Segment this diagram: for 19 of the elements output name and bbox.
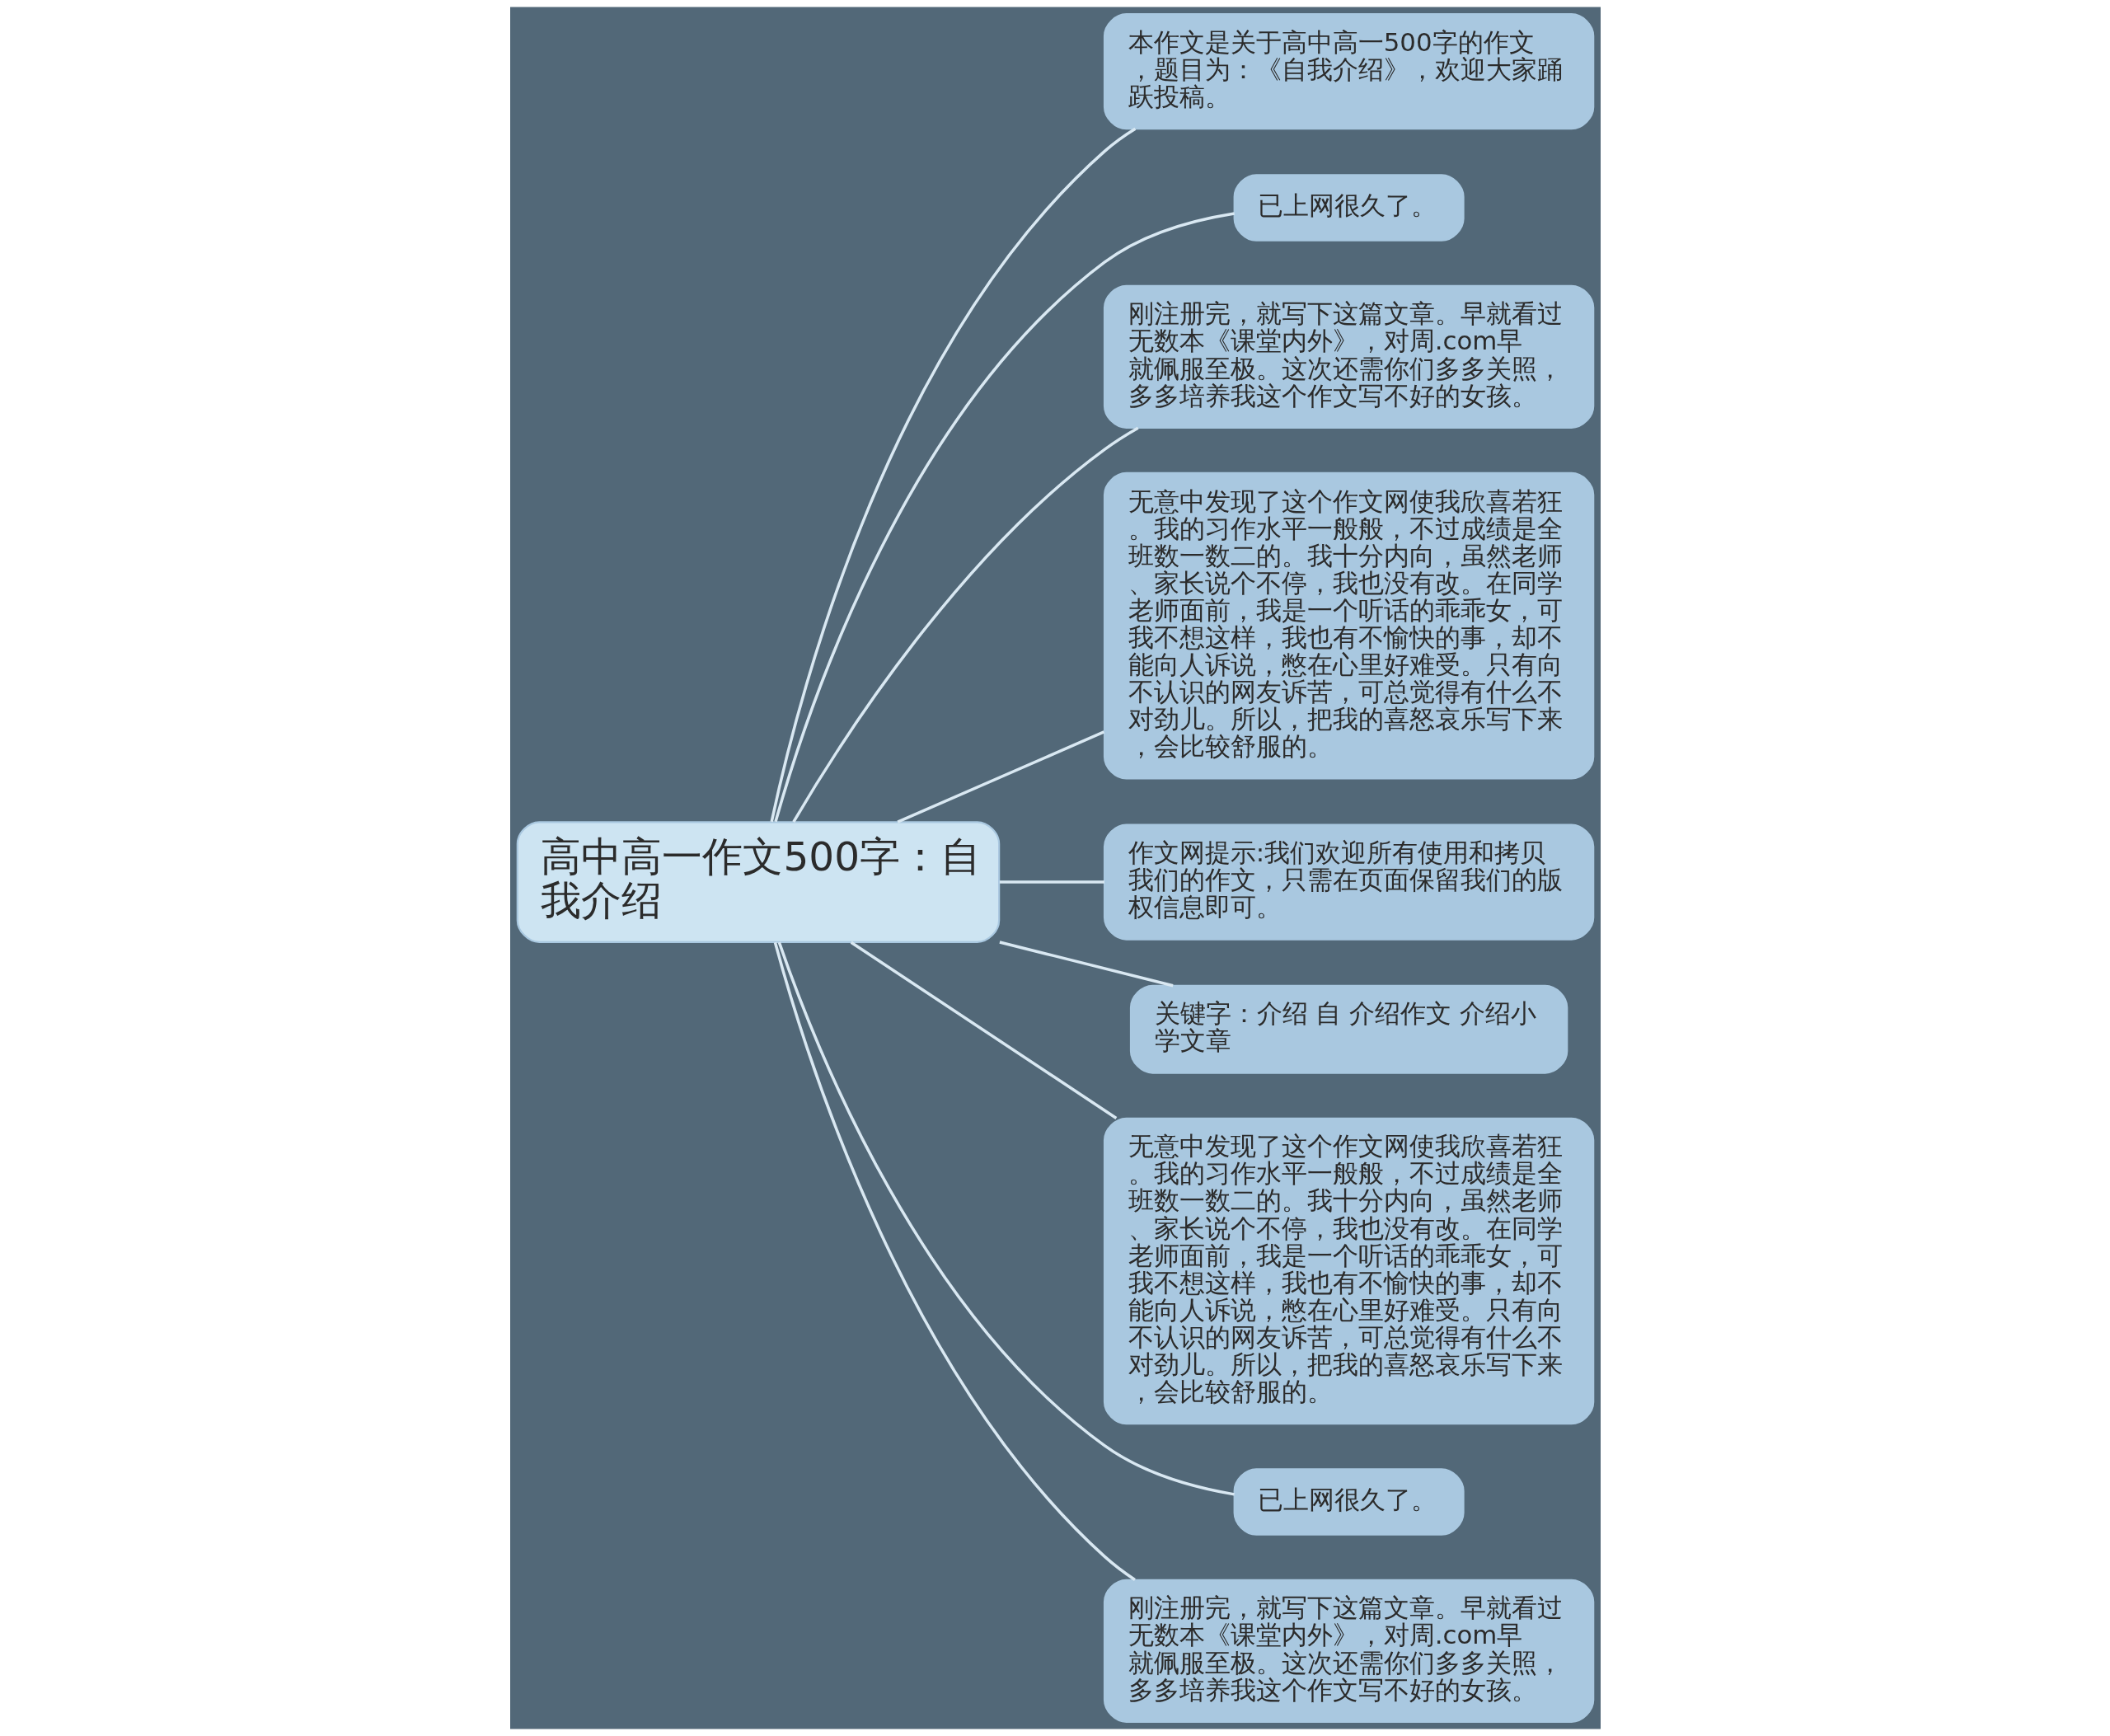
node-box: 刚注册完，就写下这篇文章。早就看过无数本《课堂内外》，对周.com早就佩服至极。这次还需你们多多关照，多多培养我这个作文写不好的女孩。 — [1103, 1579, 1594, 1723]
node-box: 已上网很久了。 — [1233, 174, 1465, 242]
node-box: 关键字：介绍 自 介绍作文 介绍小学文章 — [1129, 984, 1568, 1074]
node-box: 已上网很久了。 — [1233, 1468, 1465, 1536]
connector — [999, 880, 1104, 884]
connector — [773, 941, 1136, 1581]
node-box: 本作文是关于高中高一500字的作文，题目为：《自我介绍》，欢迎大家踊跃投稿。 — [1103, 13, 1594, 130]
connector — [896, 730, 1104, 823]
connector — [850, 941, 1117, 1119]
node-box: 高中高一作文500字：自我介绍 — [516, 821, 1000, 943]
connector — [777, 941, 1235, 1496]
node-box: 作文网提示:我们欢迎所有使用和拷贝我们的作文，只需在页面保留我们的版权信息即可。 — [1103, 823, 1594, 941]
connector — [998, 941, 1174, 988]
connector — [769, 127, 1136, 823]
node-box: 刚注册完，就写下这篇文章。早就看过无数本《课堂内外》，对周.com早就佩服至极。这次还需你们多多关照，多多培养我这个作文写不好的女孩。 — [1103, 284, 1594, 429]
connector — [791, 426, 1139, 823]
connector — [773, 212, 1235, 823]
node-box: 无意中发现了这个作文网使我欣喜若狂。我的习作水平一般般，不过成绩是全班数一数二的。我十分内向，虽然老师、家长说个不停，我也没有改。在同学老师面前，我是一个听话的乖乖女，可我不想这样，我也有不愉快的事，却不能向人诉说，憋在心里好难受。只有向不认识的网友诉苦，可总觉得有什么不对劲儿。所以，把我的喜怒哀乐写下来，会比较舒服的。 — [1103, 1117, 1594, 1425]
node-box: 无意中发现了这个作文网使我欣喜若狂。我的习作水平一般般，不过成绩是全班数一数二的。我十分内向，虽然老师、家长说个不停，我也没有改。在同学老师面前，我是一个听话的乖乖女，可我不想这样，我也有不愉快的事，却不能向人诉说，憋在心里好难受。只有向不认识的网友诉苦，可总觉得有什么不对劲儿。所以，把我的喜怒哀乐写下来，会比较舒服的。 — [1103, 472, 1594, 780]
